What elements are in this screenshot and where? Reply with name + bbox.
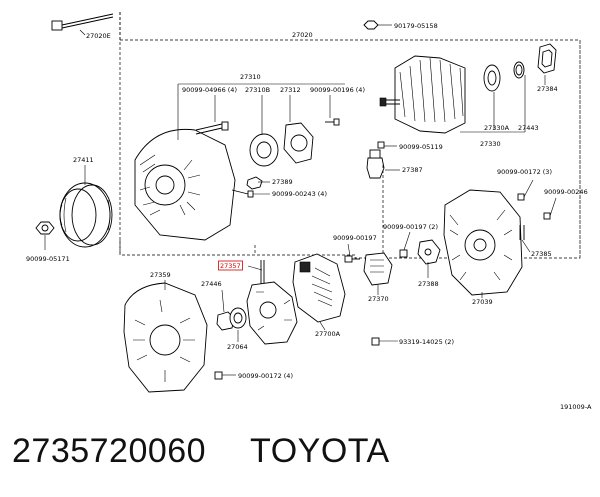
diagram-reference-code: 191009-A: [560, 403, 592, 411]
label-90099-00172-3: 90099-00172 (3): [497, 168, 552, 176]
highlight-box: [218, 260, 243, 271]
assembly-boundary: [119, 12, 581, 259]
terminal-nut: [377, 141, 385, 149]
label-27020E: 27020E: [86, 32, 111, 40]
label-90099-00196: 90099-00196 (4): [310, 86, 365, 94]
label-27039: 27039: [472, 298, 493, 306]
label-27411: 27411: [73, 156, 94, 164]
label-90099-00243: 90099-00243 (4): [272, 190, 327, 198]
pulley-nut: [35, 221, 55, 235]
rotor-bearing: [483, 64, 501, 92]
label-27359: 27359: [150, 271, 171, 279]
label-27310: 27310: [240, 73, 261, 81]
rectifier-holder: [363, 252, 393, 286]
part-caption: 2735720060 TOYOTA: [12, 432, 390, 482]
label-27446: 27446: [201, 280, 222, 288]
label-27357-highlight[interactable]: 27357: [220, 262, 241, 270]
label-90099-00197-2: 90099-00197 (2): [383, 223, 438, 231]
label-27387: 27387: [402, 166, 423, 174]
rear-frame-nut: [517, 193, 525, 201]
label-27020: 27020: [292, 31, 313, 39]
label-27312: 27312: [280, 86, 301, 94]
label-93319-14025: 93319-14025 (2): [399, 338, 454, 346]
rear-insulator: [519, 225, 525, 240]
frame-bolt: [231, 189, 254, 198]
terminal-bolt: [543, 212, 551, 220]
label-27310B: 27310B: [245, 86, 270, 94]
rear-end-frame: [443, 189, 523, 296]
cover-nut: [214, 371, 223, 380]
label-27700A: 27700A: [315, 330, 341, 338]
alternator-exploded-diagram: 27020E 27020 90179-05158 27310 90099-049…: [26, 12, 592, 411]
terminal-holder: [417, 239, 441, 265]
label-27385: 27385: [531, 250, 552, 258]
frame-screw: [195, 121, 229, 135]
rectifier-screw: [344, 255, 360, 263]
nut-top: [363, 20, 392, 30]
terminal-insulator: [366, 149, 385, 179]
seal-plate: [229, 307, 247, 329]
label-27443: 27443: [518, 124, 539, 132]
label-27370: 27370: [368, 295, 389, 303]
label-27384: 27384: [537, 85, 558, 93]
holder-screw: [399, 249, 408, 258]
rotor: [379, 55, 466, 134]
spacer-collar: [246, 176, 263, 190]
plate-screw: [325, 118, 340, 126]
label-27388: 27388: [418, 280, 439, 288]
through-bolt: [51, 13, 114, 36]
leader-lines: [44, 75, 557, 376]
label-90099-00172-4: 90099-00172 (4): [238, 372, 293, 380]
label-27389: 27389: [272, 178, 293, 186]
voltage-regulator: [292, 253, 346, 323]
pulley: [59, 182, 113, 248]
label-90179-05158: 90179-05158: [394, 22, 438, 30]
bearing-cover: [537, 43, 557, 74]
regulator-screw: [371, 337, 380, 346]
label-90099-00197: 90099-00197: [333, 234, 377, 242]
brand-name: TOYOTA: [250, 432, 390, 470]
label-27330: 27330: [480, 140, 501, 148]
bearing-retainer-plate: [283, 122, 314, 164]
rear-cover: [123, 282, 208, 393]
label-27330A: 27330A: [484, 124, 510, 132]
retainer-ring: [513, 61, 525, 79]
label-90099-04966: 90099-04966 (4): [182, 86, 237, 94]
rectifier-plate: [246, 260, 298, 345]
label-27064: 27064: [227, 343, 248, 351]
label-90099-00246: 90099-00246: [544, 188, 588, 196]
label-90099-05171: 90099-05171: [26, 255, 70, 263]
part-number: 2735720060: [12, 432, 207, 470]
front-bearing: [249, 133, 279, 167]
label-90099-05119: 90099-05119: [399, 143, 443, 151]
drive-end-frame: [134, 128, 236, 241]
